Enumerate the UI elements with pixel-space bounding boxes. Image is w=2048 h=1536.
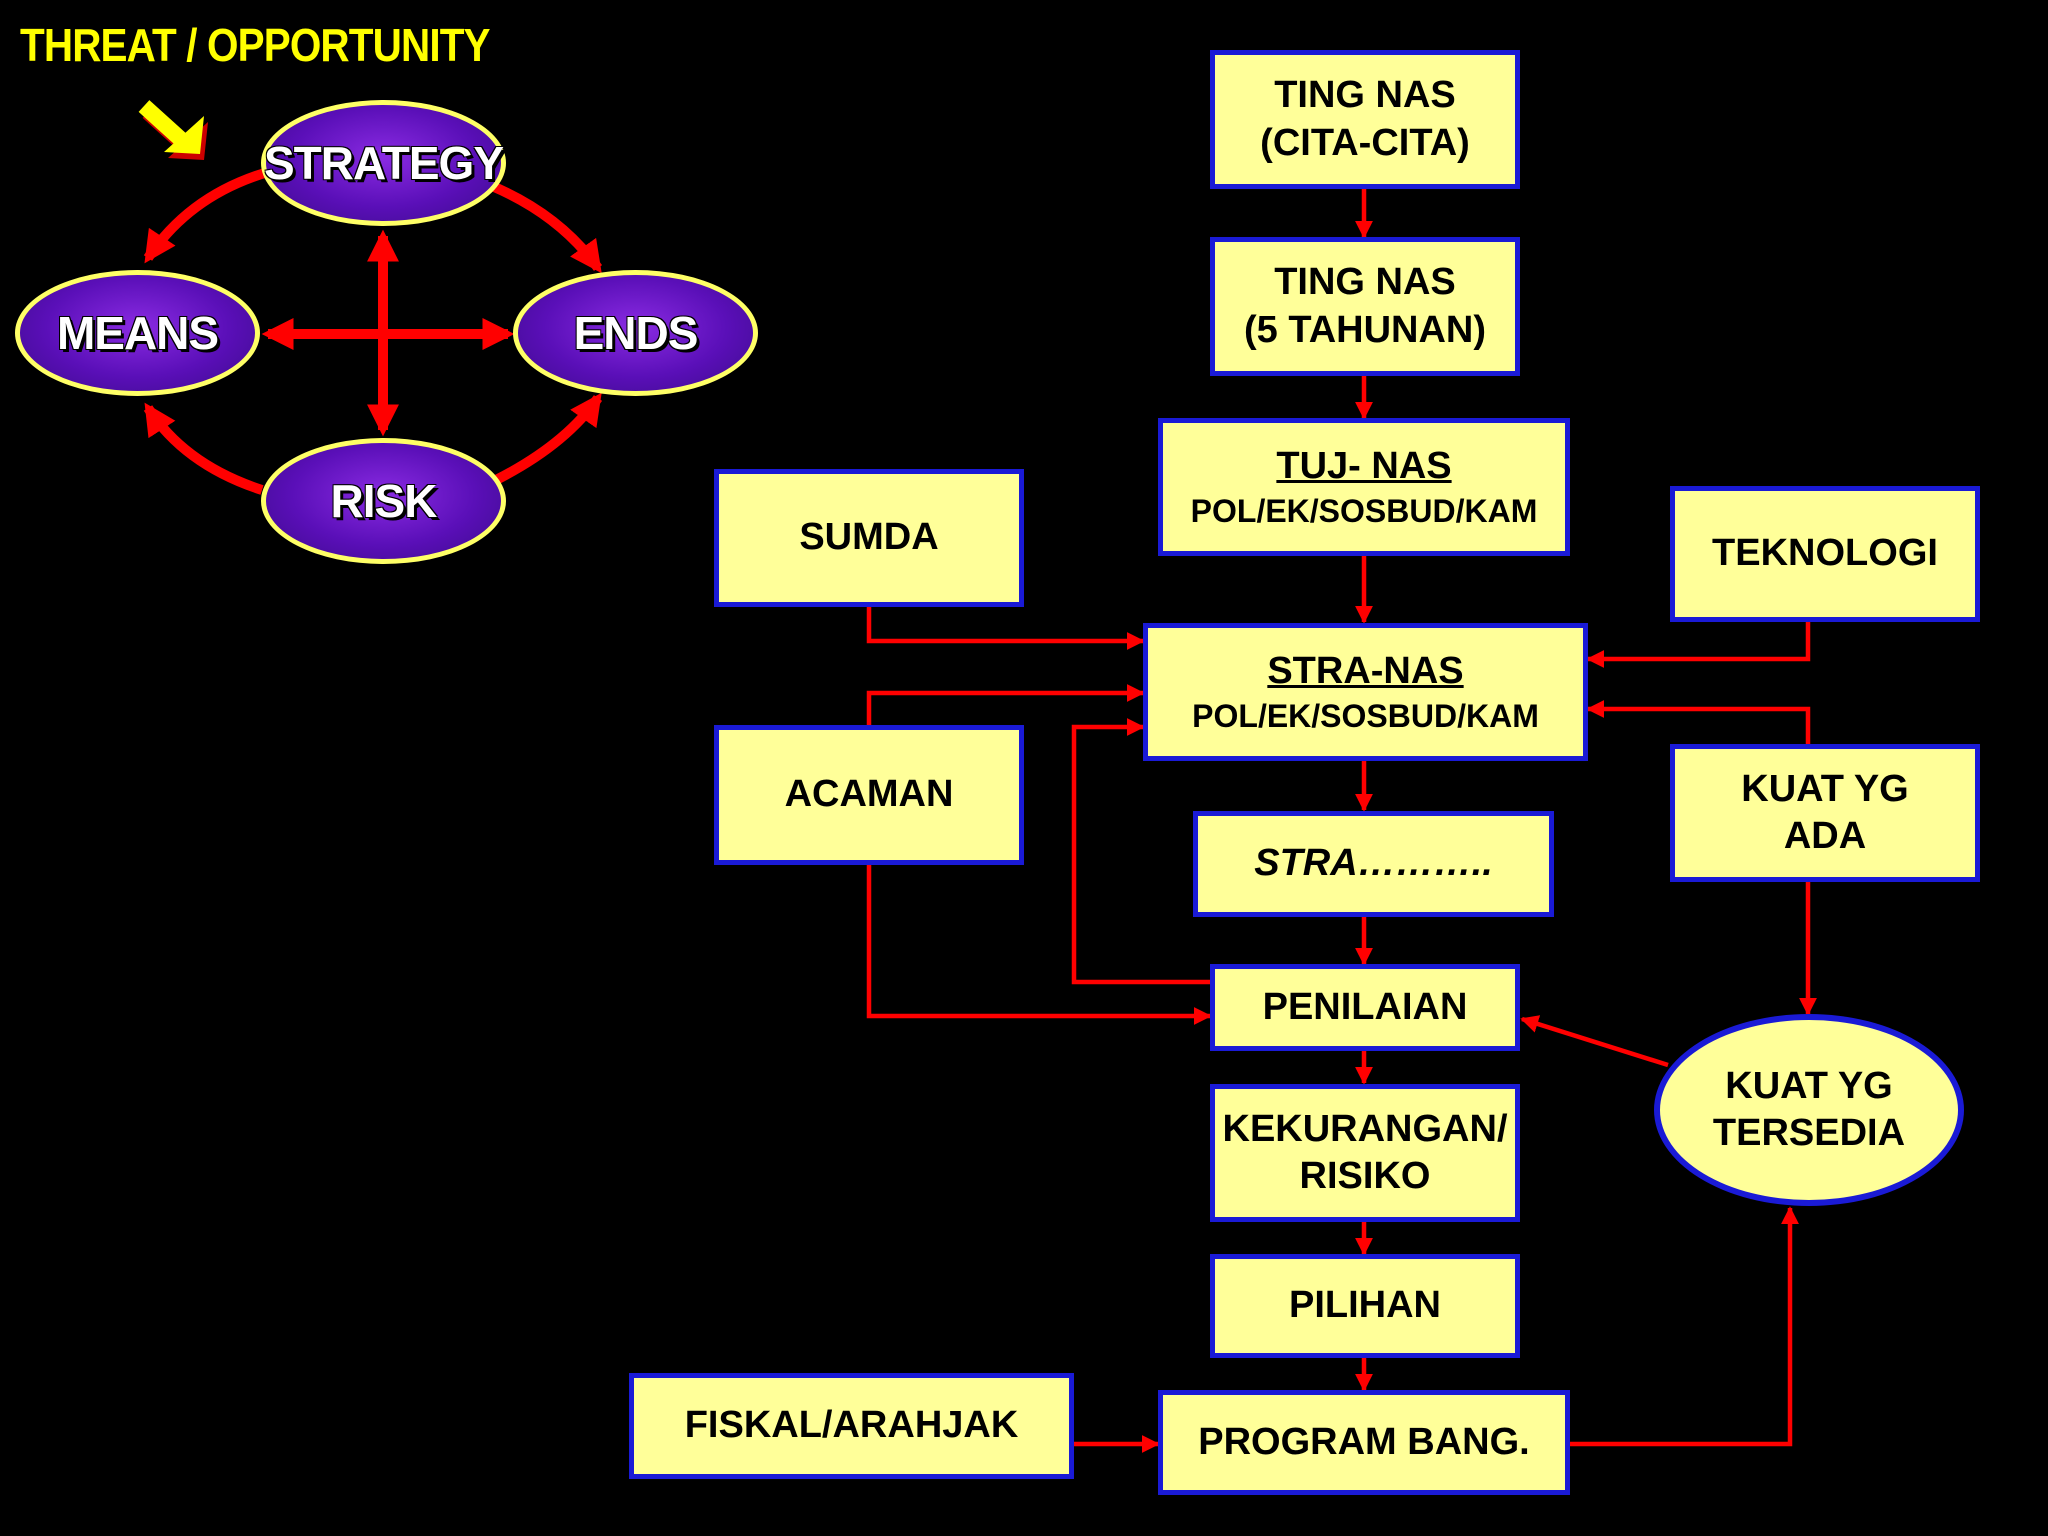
box-line: KUAT YG	[1741, 767, 1909, 810]
arrow-strategy-to-means	[143, 167, 270, 264]
box-line: SUMDA	[799, 516, 939, 559]
pointer-arrow-icon	[138, 100, 208, 160]
box-kekurangan-risiko: KEKURANGAN/ RISIKO	[1210, 1084, 1520, 1222]
box-line: TERSEDIA	[1712, 1112, 1906, 1154]
ends-oval: ENDS	[513, 270, 758, 396]
risk-oval: RISK	[261, 438, 506, 564]
box-line: PILIHAN	[1289, 1284, 1441, 1327]
box-ting-nas-cita-cita: TING NAS (CITA-CITA)	[1210, 50, 1520, 189]
box-line: TEKNOLOGI	[1712, 532, 1938, 575]
arrow-kuattersedia-to-penilaian	[1520, 1015, 1669, 1068]
arrow-teknologi-to-stranas	[1586, 622, 1811, 668]
box-kuat-yg-ada: KUAT YG ADA	[1670, 744, 1980, 882]
box-line: ACAMAN	[784, 773, 954, 816]
cycle-arrows	[143, 167, 603, 495]
ends-label: ENDS	[573, 307, 699, 359]
box-line: POL/EK/SOSBUD/KAM	[1192, 697, 1539, 734]
box-line: POL/EK/SOSBUD/KAM	[1190, 492, 1538, 529]
arrow-risk-to-means	[143, 402, 264, 495]
box-tuj-nas: TUJ- NAS POL/EK/SOSBUD/KAM	[1158, 418, 1570, 556]
box-fiskal-arahjak: FISKAL/ARAHJAK	[629, 1373, 1074, 1479]
box-line: TING NAS	[1274, 261, 1456, 303]
arrow-sumda-to-stranas	[866, 607, 1145, 650]
box-line: TING NAS	[1274, 74, 1456, 116]
box-line: RISIKO	[1299, 1155, 1431, 1197]
risk-label: RISK	[330, 475, 438, 527]
arrow-strategy-to-ends	[490, 181, 603, 274]
box-stra: STRA………..	[1193, 811, 1554, 917]
arrow-risk-to-ends	[493, 392, 603, 485]
box-line: TUJ- NAS	[1276, 445, 1452, 488]
box-line: PROGRAM BANG.	[1198, 1420, 1530, 1463]
arrow-penilaian-feedback-to-stranas	[1071, 718, 1210, 985]
box-line: PENILAIAN	[1262, 985, 1468, 1028]
box-line: KUAT YG	[1725, 1064, 1893, 1107]
box-acaman: ACAMAN	[714, 725, 1024, 865]
box-program-bang: PROGRAM BANG.	[1158, 1390, 1570, 1495]
strategy-label: STRATEGY	[263, 137, 504, 189]
box-pilihan: PILIHAN	[1210, 1254, 1520, 1358]
means-label: MEANS	[56, 307, 219, 359]
means-oval: MEANS	[15, 270, 260, 396]
box-line: KEKURANGAN/	[1222, 1107, 1508, 1150]
box-teknologi: TEKNOLOGI	[1670, 486, 1980, 622]
arrow-acaman-to-stranas	[866, 684, 1145, 725]
box-line: (CITA-CITA)	[1260, 121, 1470, 164]
box-line: ADA	[1783, 815, 1867, 857]
arrow-program-to-kuattersedia	[1570, 1206, 1799, 1447]
box-line: STRA-NAS	[1267, 650, 1464, 693]
box-penilaian: PENILAIAN	[1210, 964, 1520, 1051]
page-title: THREAT / OPPORTUNITY	[20, 19, 491, 71]
box-line: (5 TAHUNAN)	[1243, 308, 1487, 351]
oval-kuat-yg-tersedia: KUAT YG TERSEDIA	[1654, 1014, 1964, 1206]
box-ting-nas-5-tahunan: TING NAS (5 TAHUNAN)	[1210, 237, 1520, 376]
box-sumda: SUMDA	[714, 469, 1024, 607]
box-stra-nas: STRA-NAS POL/EK/SOSBUD/KAM	[1143, 623, 1588, 761]
strategy-oval: STRATEGY	[261, 100, 506, 226]
box-line: STRA………..	[1254, 842, 1493, 885]
arrow-acaman-to-penilaian	[866, 865, 1212, 1025]
arrow-kuatada-to-stranas	[1586, 700, 1811, 744]
box-line: FISKAL/ARAHJAK	[684, 1404, 1019, 1447]
flow-arrows	[866, 189, 1817, 1453]
